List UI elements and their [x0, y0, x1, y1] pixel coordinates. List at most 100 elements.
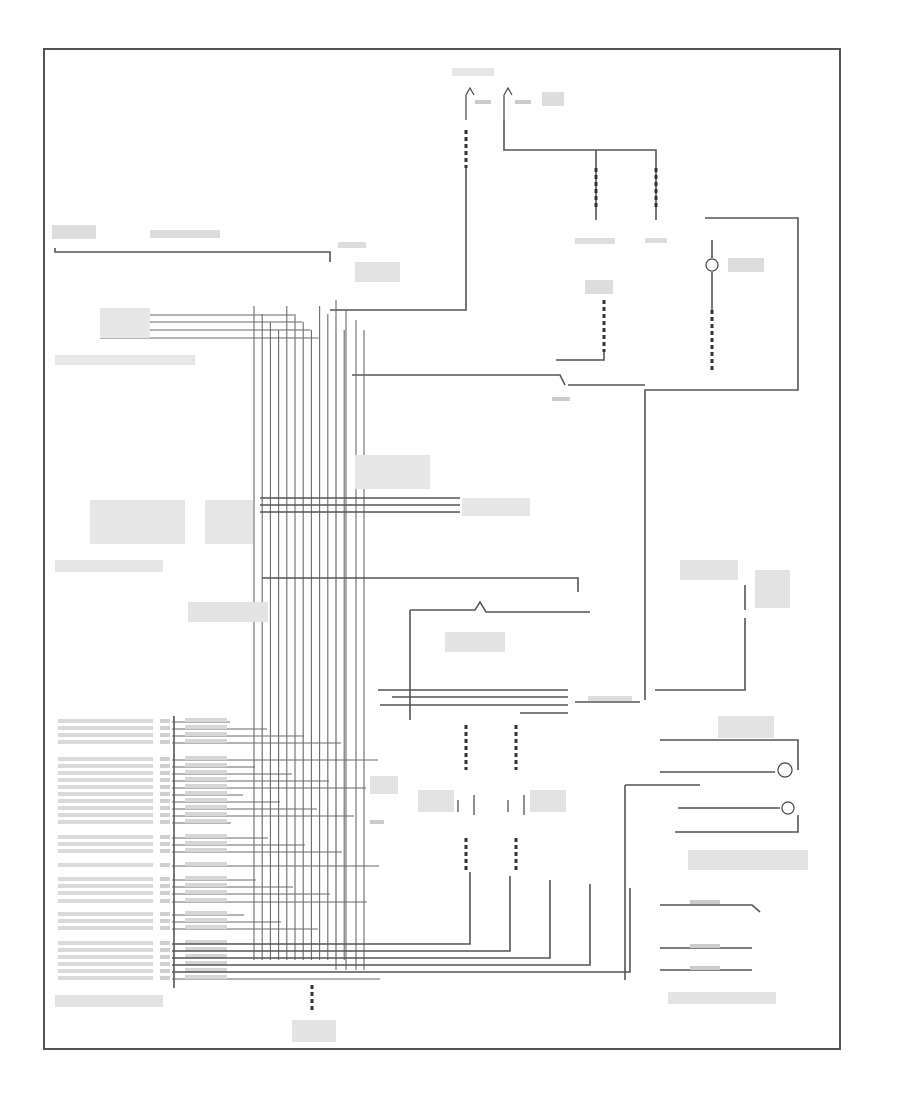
pin-function-label: [58, 962, 153, 966]
wire-relay-in: [556, 352, 605, 361]
pin-number: [160, 806, 170, 810]
fuse-right-icon: [503, 86, 513, 120]
pin-function-label: [58, 733, 153, 737]
wire-color-code: [185, 763, 227, 767]
center-connector: [378, 689, 640, 714]
sw-label-3: [690, 966, 720, 970]
pin-number: [160, 877, 170, 881]
pin-function-label: [58, 912, 153, 916]
pin-number: [160, 863, 170, 867]
pin-number: [160, 912, 170, 916]
relay-name: [552, 397, 570, 401]
sensor-pin-labels: [100, 308, 150, 338]
wire-color-code: [185, 770, 227, 774]
harness-bundle: [100, 300, 365, 970]
module-title-bottom: [55, 995, 163, 1007]
ground-label: [292, 1020, 336, 1042]
sensor-title-middle: [55, 560, 163, 572]
pin-function-label: [58, 764, 153, 768]
pin-function-label: [58, 891, 153, 895]
pin-function-label: [58, 948, 153, 952]
splice-area: [188, 577, 590, 720]
pin-number: [160, 842, 170, 846]
pin-number: [160, 849, 170, 853]
pin-number: [160, 976, 170, 980]
wire-color-code: [185, 725, 227, 729]
module-connector-rows: [172, 716, 631, 988]
lamp-label: [728, 258, 764, 272]
wire-color-code: [185, 834, 227, 838]
relay-label: [585, 280, 613, 294]
act-label-1: [718, 716, 774, 738]
wire-sw-1: [660, 904, 761, 913]
wire-color-code: [185, 805, 227, 809]
pin-function-label: [58, 877, 153, 881]
module-long-trace: [172, 884, 591, 966]
pin-function-label: [58, 926, 153, 930]
wire-color-code: [185, 848, 227, 852]
pin-number: [160, 820, 170, 824]
pin-number: [160, 891, 170, 895]
lamp-note: [370, 776, 398, 794]
sw-label-2: [690, 944, 720, 948]
wire-color-code: [185, 862, 227, 866]
wire-color-code: [185, 954, 227, 958]
pin-function-label: [58, 899, 153, 903]
wire-color-code: [185, 918, 227, 922]
pin-number: [160, 884, 170, 888]
pin-number: [160, 941, 170, 945]
module-label-b: [645, 238, 667, 243]
pin-function-label: [58, 842, 153, 846]
wire-right-sensor-out: [655, 618, 746, 691]
pin-function-label: [58, 726, 153, 730]
pin-number: [160, 948, 170, 952]
wire-color-code: [185, 819, 227, 823]
cc-label: [588, 696, 632, 701]
pin-function-label: [58, 955, 153, 959]
wire-act-1: [660, 739, 799, 770]
wire-color-code: [185, 911, 227, 915]
lower-right-switches: [660, 900, 776, 1004]
bottom-ground: [55, 985, 336, 1042]
pin-number: [160, 919, 170, 923]
pin-number: [160, 733, 170, 737]
wire-fuse-left-run: [330, 168, 467, 311]
fuse-note-text: [542, 92, 564, 106]
pin-function-label: [58, 719, 153, 723]
pin-function-label: [58, 941, 153, 945]
wire-fuse-right-branch: [596, 149, 657, 220]
wire-switch-top: [410, 600, 590, 613]
ground-tag: [370, 820, 384, 824]
lamp-left-label: [418, 790, 454, 812]
pin-function-label: [58, 919, 153, 923]
pin-function-label: [58, 799, 153, 803]
right-actuators: [624, 716, 808, 980]
splice-note: [188, 602, 268, 622]
pin-number: [160, 778, 170, 782]
pin-function-label: [58, 806, 153, 810]
motor-icon: [777, 762, 793, 778]
mid-connector: [55, 455, 530, 572]
fuse-left-icon: [465, 86, 475, 120]
wire-color-code: [185, 883, 227, 887]
pin-number: [160, 792, 170, 796]
lamp-right-label: [530, 790, 566, 812]
sensor-icon: [781, 801, 795, 815]
pin-function-label: [58, 976, 153, 980]
wire-fuse-right-run: [503, 120, 597, 220]
pin-number: [160, 799, 170, 803]
module-long-trace: [172, 872, 471, 945]
wire-color-code: [185, 777, 227, 781]
pin-function-label: [58, 757, 153, 761]
wire-color-code: [185, 961, 227, 965]
pin-number: [160, 926, 170, 930]
wire-left-top: [54, 248, 331, 262]
wire-color-code: [185, 898, 227, 902]
pin-function-label: [58, 863, 153, 867]
diagram-frame: [43, 48, 841, 1050]
pin-function-label: [58, 820, 153, 824]
lamp-sockets: [370, 725, 566, 872]
wire-color-code: [185, 739, 227, 743]
right-sensor-pins: [755, 570, 790, 608]
